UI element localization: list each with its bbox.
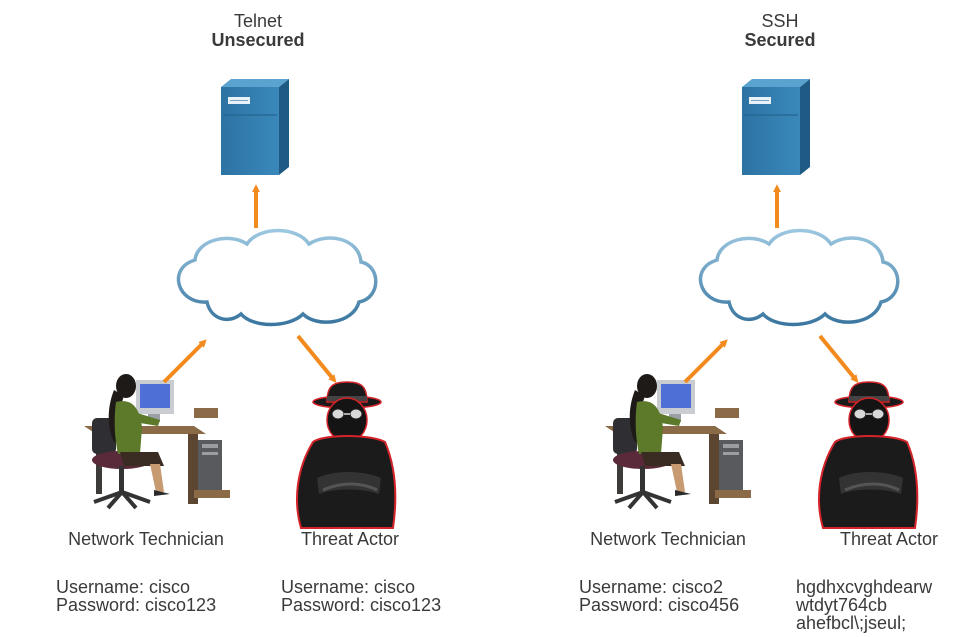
left-actor-captured-password: Password: cisco123 — [281, 595, 442, 615]
left-status-label: Unsecured — [211, 30, 305, 50]
right-technician-username: Username: cisco2 — [579, 577, 724, 597]
right-cloud-icon — [698, 228, 900, 327]
left-technician-username: Username: cisco — [56, 577, 191, 597]
left-protocol-label: Telnet — [233, 11, 283, 31]
right-actor-captured-line-3: ahefbcl\;jseul; — [796, 613, 907, 633]
right-technician-label: Network Technician — [590, 529, 746, 549]
right-actor-captured-line-2: wtdyt764cb — [796, 595, 888, 615]
left-cloud-icon — [176, 228, 378, 327]
left-actor-icon — [295, 380, 397, 530]
left-arrow-tech-to-cloud — [162, 339, 207, 384]
left-technician-label: Network Technician — [68, 529, 224, 549]
right-arrow-cloud-to-actor — [818, 334, 859, 383]
left-technician-password: Password: cisco123 — [56, 595, 217, 615]
right-technician-icon — [603, 372, 753, 510]
left-server-icon — [220, 78, 290, 176]
left-actor-label: Threat Actor — [300, 529, 400, 549]
left-actor-captured-username: Username: cisco — [281, 577, 416, 597]
left-arrow-cloud-to-actor — [296, 334, 337, 383]
right-actor-icon — [817, 380, 919, 530]
right-arrow-tech-to-cloud — [683, 339, 728, 384]
right-actor-label: Threat Actor — [839, 529, 939, 549]
left-technician-icon — [82, 372, 232, 510]
right-actor-captured-line-1: hgdhxcvghdearw — [796, 577, 933, 597]
right-technician-password: Password: cisco456 — [579, 595, 740, 615]
right-server-icon — [741, 78, 811, 176]
right-status-label: Secured — [744, 30, 816, 50]
right-protocol-label: SSH — [761, 11, 799, 31]
